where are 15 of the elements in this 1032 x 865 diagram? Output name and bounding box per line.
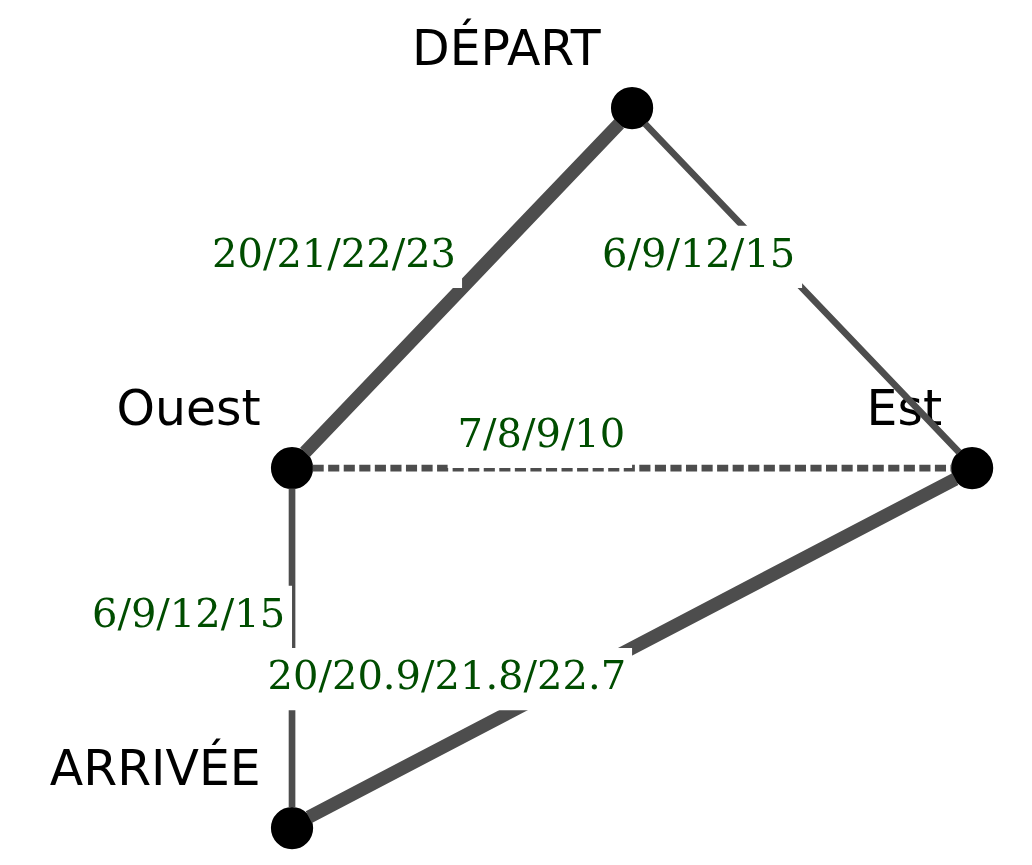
edge-label: 6/9/12/15: [601, 229, 795, 276]
connector: [642, 121, 962, 455]
edge-label: 7/8/9/10: [457, 409, 625, 456]
node-circle: [270, 446, 313, 490]
node-label: ARRIVÉE: [49, 739, 261, 797]
edge-label: 20/20.9/21.8/22.7: [267, 651, 626, 698]
node-circle: [610, 86, 653, 130]
node-label: DÉPART: [411, 19, 601, 77]
edge-label: 20/21/22/23: [211, 229, 456, 276]
node-label: Ouest: [115, 379, 261, 437]
edge-label: 6/9/12/15: [91, 589, 285, 636]
connector: [299, 119, 624, 457]
node-circle: [950, 446, 993, 490]
connector: [312, 464, 951, 472]
node-circle: [270, 807, 313, 850]
